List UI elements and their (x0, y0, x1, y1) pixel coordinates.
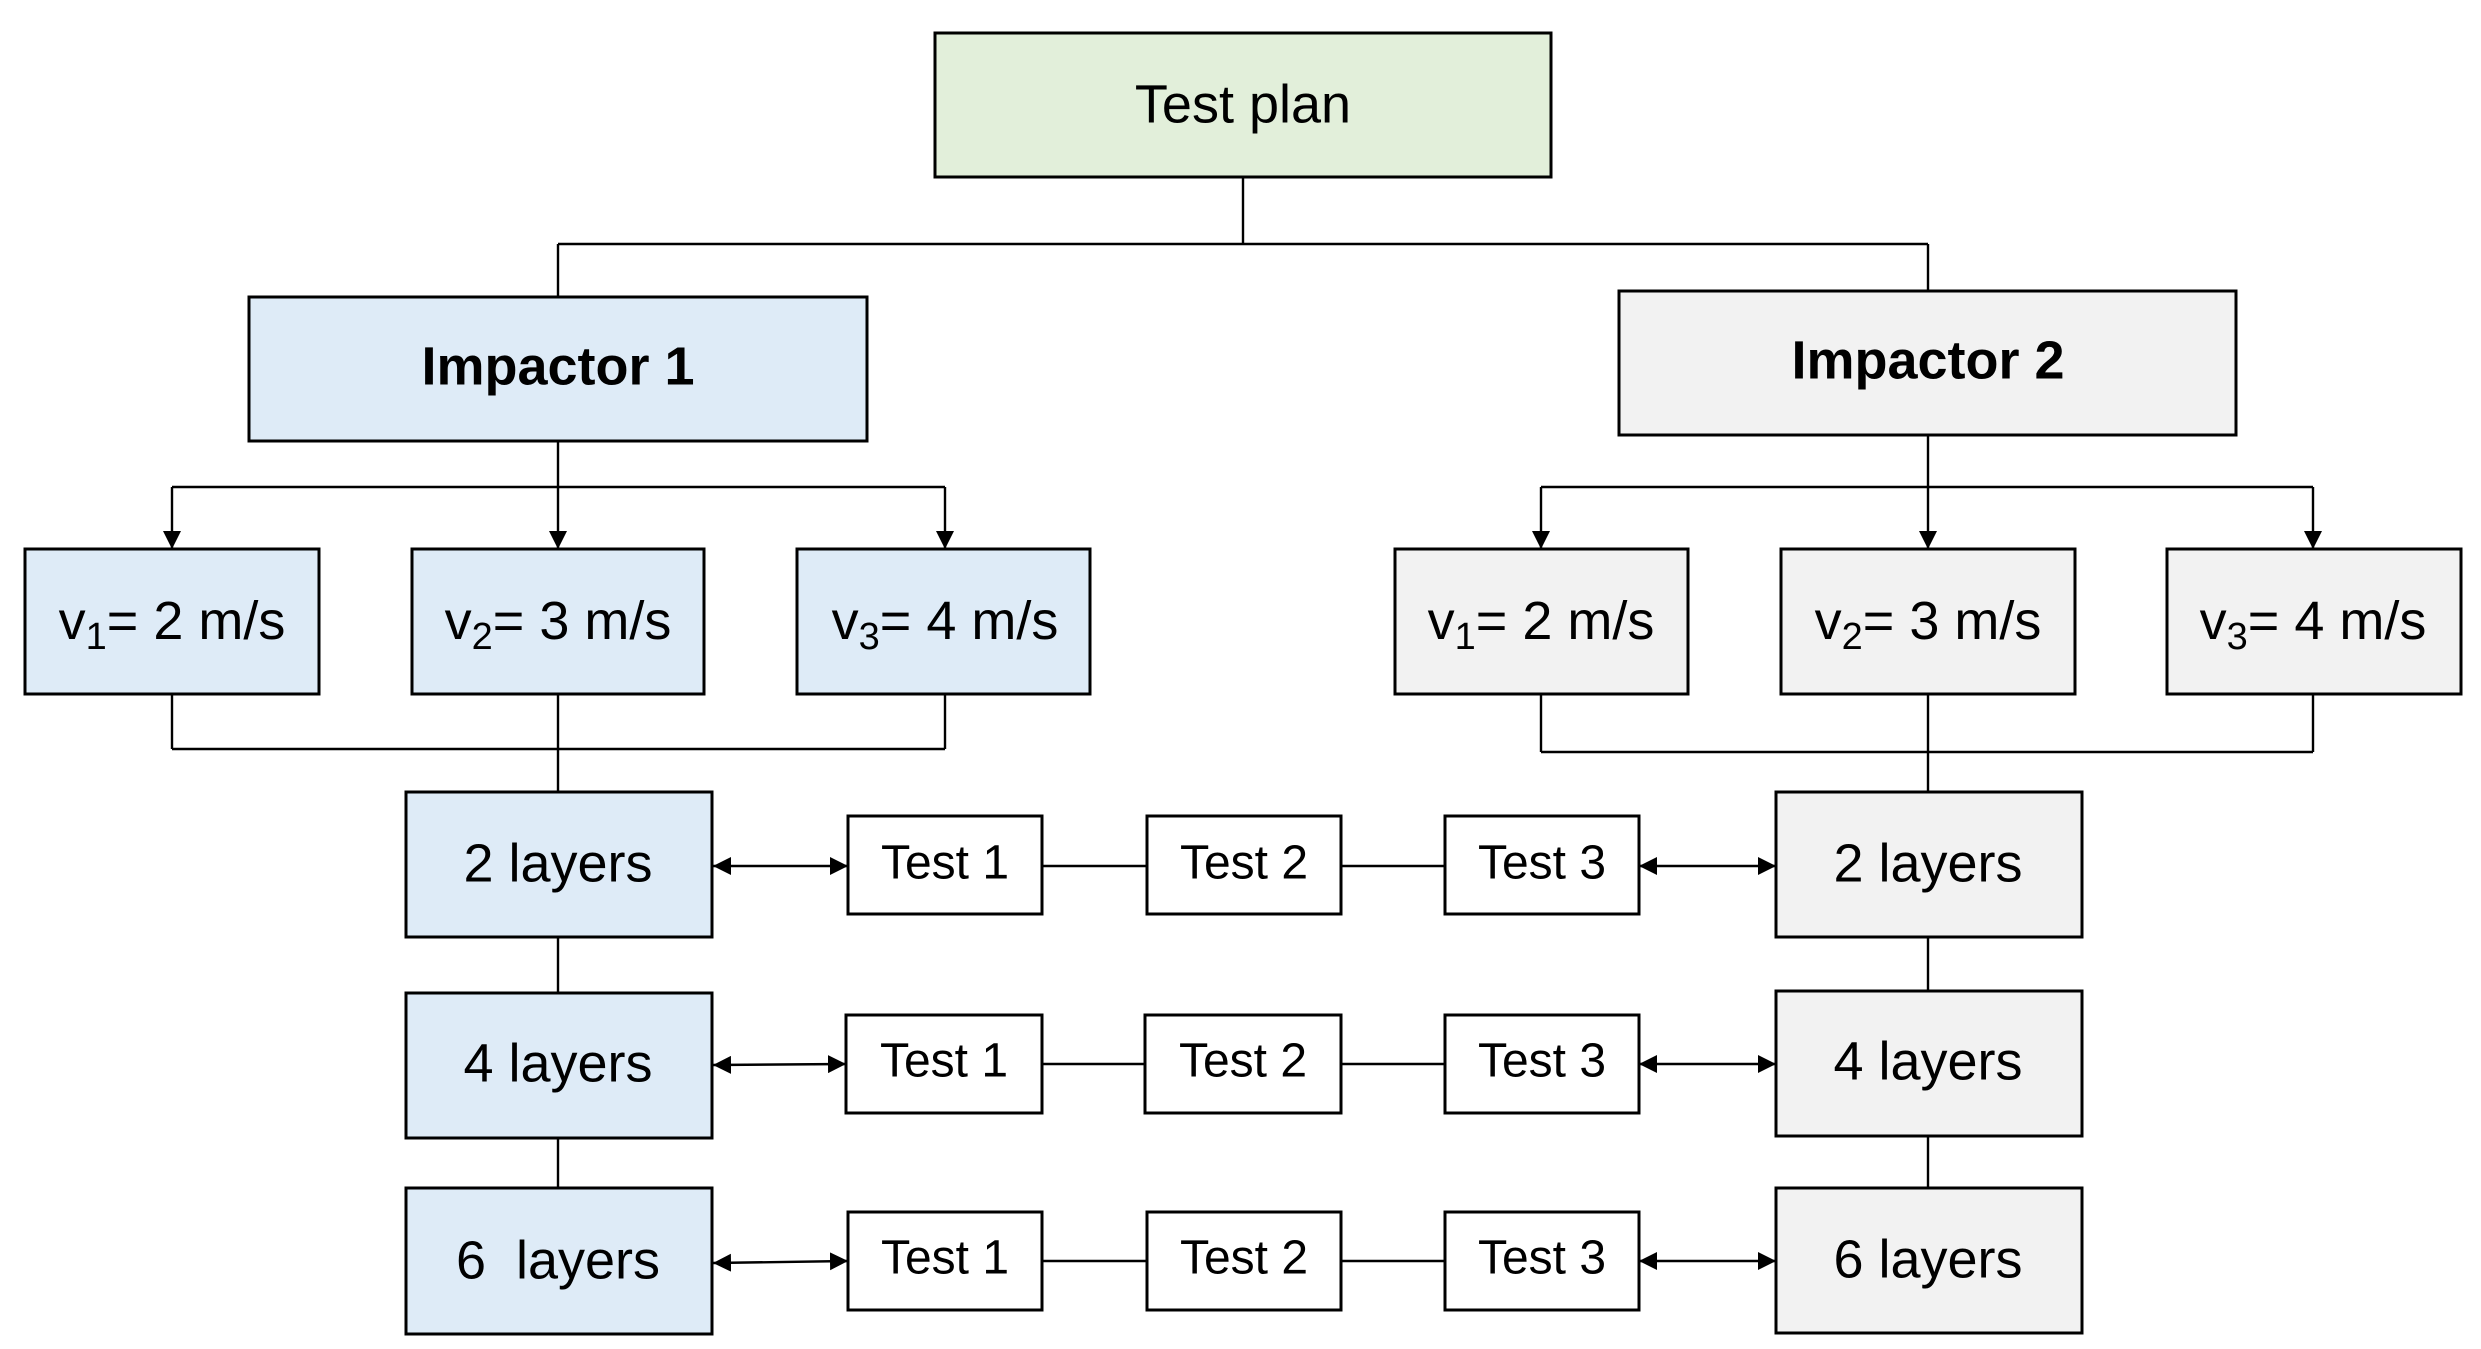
test-label: Test 2 (1180, 1232, 1308, 1285)
diagram-nodes: Test plan Impactor 1 Impactor 2 v1= 2 m/… (23, 31, 2463, 1336)
test-row-3: Test 1 Test 2 Test 3 (846, 1210, 1641, 1312)
impactor-1-label: Impactor 1 (421, 336, 694, 396)
impactor-2-velocity-v1: v1= 2 m/s (1393, 547, 1690, 696)
test-box (846, 814, 1044, 916)
velocity-label: v1= 2 m/s (59, 591, 286, 658)
layer-box (1774, 989, 2084, 1138)
impactor-2-velocity-v3: v3= 4 m/s (2165, 547, 2463, 696)
layer-box (1774, 1186, 2084, 1335)
row-3-left-double-arrow (712, 1252, 849, 1272)
test-label: Test 1 (880, 1035, 1008, 1088)
impactor-1-layer-4: 4 layers (404, 991, 714, 1140)
velocity-box (795, 547, 1092, 696)
test-label: Test 2 (1180, 837, 1308, 890)
impactor-1-layer-6: 6 layers (404, 1186, 714, 1336)
impactor-2-box (1617, 289, 2238, 437)
test-box (1443, 814, 1641, 916)
layer-label: 6 layers (1833, 1229, 2022, 1289)
layer-box (404, 790, 714, 939)
layer-box (404, 1186, 714, 1336)
test-box (1443, 1210, 1641, 1312)
test-box (846, 1210, 1044, 1312)
velocity-label: v2= 3 m/s (445, 591, 672, 658)
velocity-box (1393, 547, 1690, 696)
test-row-1: Test 1 Test 2 Test 3 (846, 814, 1641, 916)
impactor-1-velocity-v3: v3= 4 m/s (795, 547, 1092, 696)
test-plan-box (933, 31, 1553, 179)
impactor-2-velocity-v2: v2= 3 m/s (1779, 547, 2077, 696)
test-plan-label: Test plan (1135, 74, 1351, 134)
test-label: Test 2 (1179, 1035, 1307, 1088)
velocity-box (1779, 547, 2077, 696)
test-label: Test 3 (1478, 1035, 1606, 1088)
test-row-3-connectors (712, 1252, 1776, 1272)
velocity-label: v3= 4 m/s (2200, 591, 2427, 658)
test-box (1145, 1210, 1343, 1312)
impactor-2-layer-6: 6 layers (1774, 1186, 2084, 1335)
test-box (1443, 1013, 1641, 1115)
impactor-1-box (247, 295, 869, 443)
row-2-left-double-arrow (712, 1055, 847, 1074)
test-box (1143, 1013, 1343, 1115)
test-row-2-connectors (712, 1055, 1776, 1074)
test-box (1145, 814, 1343, 916)
layer-label: 2 layers (1833, 833, 2022, 893)
impactor-1-node: Impactor 1 (247, 295, 869, 443)
velocity-box (23, 547, 321, 696)
impactor-1-velocity-v1: v1= 2 m/s (23, 547, 321, 696)
velocity-label: v1= 2 m/s (1428, 591, 1655, 658)
velocity-box (410, 547, 706, 696)
test-plan-node: Test plan (933, 31, 1553, 179)
test-label: Test 3 (1478, 837, 1606, 890)
layer-label: 4 layers (463, 1033, 652, 1093)
impactor-2-label: Impactor 2 (1791, 330, 2064, 390)
layer-label: 6 layers (456, 1230, 660, 1290)
impactor-1-layer-2: 2 layers (404, 790, 714, 939)
test-label: Test 3 (1478, 1232, 1606, 1285)
velocity-label: v3= 4 m/s (832, 591, 1059, 658)
impactor-2-layer-4: 4 layers (1774, 989, 2084, 1138)
impactor-2-node: Impactor 2 (1617, 289, 2238, 437)
layer-box (404, 991, 714, 1140)
test-row-2: Test 1 Test 2 Test 3 (844, 1013, 1641, 1115)
velocity-box (2165, 547, 2463, 696)
impactor-1-velocity-v2: v2= 3 m/s (410, 547, 706, 696)
layer-label: 4 layers (1833, 1031, 2022, 1091)
test-label: Test 1 (881, 1232, 1009, 1285)
impactor-2-layer-2: 2 layers (1774, 790, 2084, 939)
test-box (844, 1013, 1044, 1115)
layer-box (1774, 790, 2084, 939)
test-label: Test 1 (881, 837, 1009, 890)
layer-label: 2 layers (463, 833, 652, 893)
velocity-label: v2= 3 m/s (1815, 591, 2042, 658)
